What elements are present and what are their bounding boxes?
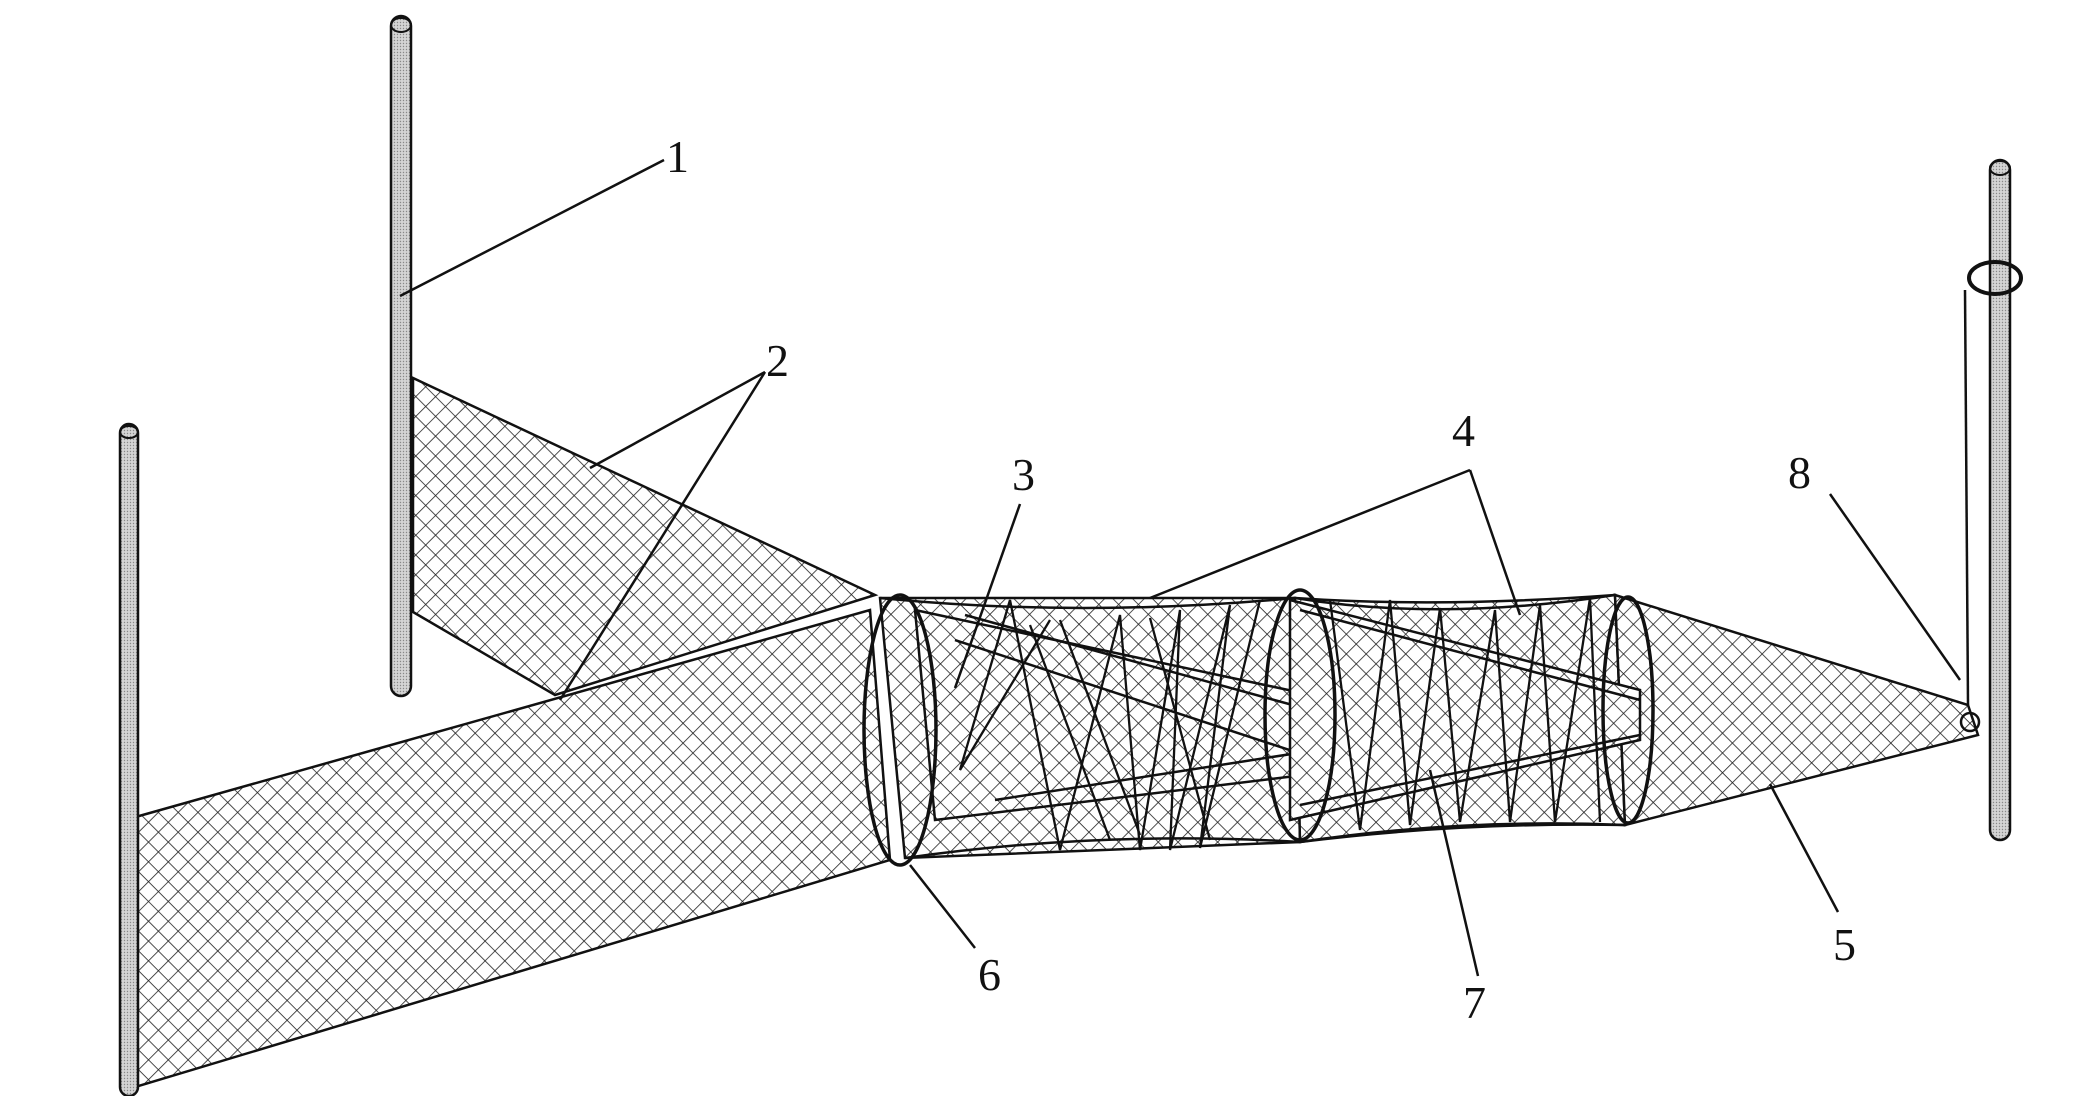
leader-line-8 <box>1828 493 1962 681</box>
callout-5: 5 <box>1833 919 1856 970</box>
trap-bottom-rope <box>904 822 1626 860</box>
leader-line-5 <box>1768 783 1840 913</box>
leader-line-2a <box>589 370 766 470</box>
callout-2: 2 <box>766 335 789 386</box>
tie-ring-icon <box>1967 260 2023 296</box>
trap-top-rope <box>879 593 1616 611</box>
cod-end-tail-net <box>1613 593 1980 827</box>
callout-4: 4 <box>1452 405 1475 456</box>
stake-left-rear <box>389 14 413 698</box>
rear-hoop <box>1601 595 1655 825</box>
lower-guide-wing-net <box>130 608 892 1090</box>
leader-line-2b <box>558 371 767 701</box>
callout-1: 1 <box>666 131 689 182</box>
leader-line-3 <box>953 503 1022 689</box>
tie-rope <box>1959 260 2023 733</box>
stake-left-front <box>118 422 140 1096</box>
leader-line-1 <box>399 158 665 298</box>
leader-line-7 <box>1428 769 1480 977</box>
leader-line-4a <box>1149 468 1471 600</box>
leader-lines <box>399 158 1962 977</box>
middle-hoop <box>1263 588 1337 842</box>
leader-line-4b <box>1468 469 1522 616</box>
stake-right <box>1988 158 2012 842</box>
callout-3: 3 <box>1012 449 1035 500</box>
second-inner-funnel <box>1288 598 1642 822</box>
callout-6: 6 <box>978 949 1001 1000</box>
zigzag-support-cords <box>958 597 1602 851</box>
upper-guide-wing-net <box>411 376 879 697</box>
callout-7: 7 <box>1463 977 1486 1028</box>
entrance-hoop <box>862 593 938 867</box>
leader-line-6 <box>909 864 976 949</box>
callout-8: 8 <box>1788 447 1811 498</box>
